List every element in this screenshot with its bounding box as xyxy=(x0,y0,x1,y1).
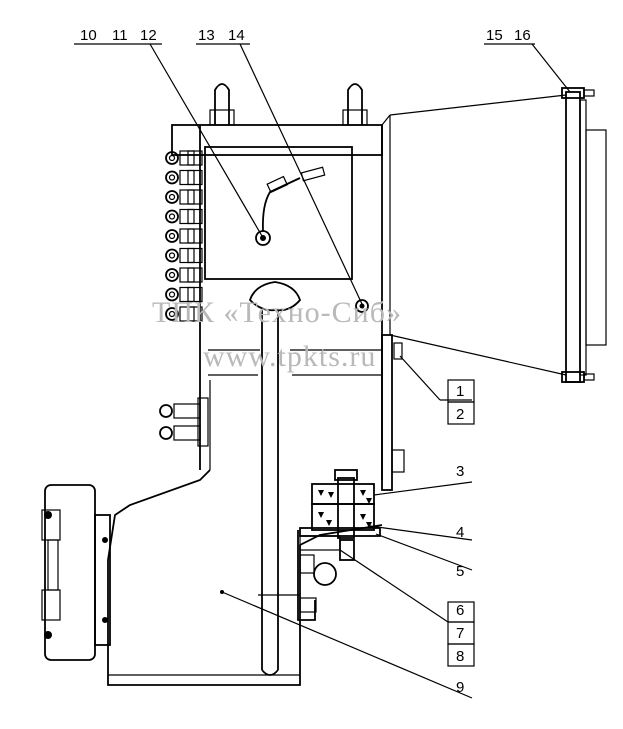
fitting-body xyxy=(179,247,203,264)
callout-2: 2 xyxy=(456,406,464,423)
fitting-body xyxy=(179,208,203,225)
callout-10: 10 xyxy=(80,27,97,44)
callouts-top-left: 10 11 12 xyxy=(80,27,157,44)
fitting-nut xyxy=(165,170,179,185)
main-housing xyxy=(107,114,391,686)
fitting-body xyxy=(179,228,203,244)
callout-12: 12 xyxy=(140,27,157,44)
callout-8: 8 xyxy=(456,648,464,665)
sensor-hose xyxy=(255,166,326,246)
side-plate xyxy=(381,334,405,491)
callout-13: 13 xyxy=(198,27,215,44)
fitting-bore xyxy=(168,310,176,318)
fitting-hex xyxy=(187,228,195,244)
fitting-hex xyxy=(187,306,195,322)
plug xyxy=(355,299,369,313)
callout-9: 9 xyxy=(456,679,464,696)
callout-5: 5 xyxy=(456,563,464,580)
fitting-body xyxy=(179,150,203,166)
fitting-nut xyxy=(165,268,179,282)
lifting-eye-left xyxy=(209,83,235,126)
left-flange xyxy=(41,484,111,661)
fitting-body xyxy=(179,267,203,283)
callout-6: 6 xyxy=(456,602,464,619)
callouts-top-right: 15 16 xyxy=(486,27,531,44)
fitting-bore xyxy=(168,213,176,220)
callout-7: 7 xyxy=(456,625,464,642)
fitting-body xyxy=(179,169,203,186)
fitting-hex xyxy=(187,247,195,264)
fitting-hex xyxy=(187,189,195,205)
fitting-nut xyxy=(165,307,179,321)
fitting-hex xyxy=(187,208,195,225)
fitting-hex xyxy=(187,169,195,186)
fitting-body xyxy=(179,189,203,205)
callout-1: 1 xyxy=(456,383,464,400)
fitting-bore xyxy=(168,154,176,162)
mount-assembly xyxy=(297,469,381,621)
callouts-top-mid: 13 14 xyxy=(198,27,245,44)
leader-lines xyxy=(74,43,571,699)
callout-15: 15 xyxy=(486,27,503,44)
side-fittings xyxy=(159,397,209,447)
fitting-nut xyxy=(165,151,179,165)
fitting-nut xyxy=(165,248,179,263)
fitting-nut xyxy=(165,287,179,302)
hydraulic-fittings xyxy=(165,150,203,322)
fitting-hex xyxy=(187,267,195,283)
fitting-nut xyxy=(165,190,179,204)
callout-4: 4 xyxy=(456,524,464,541)
inspection-window xyxy=(204,146,353,280)
lifting-eye-right xyxy=(342,83,368,126)
fitting-bore xyxy=(168,193,176,201)
fitting-bore xyxy=(168,232,176,240)
callouts-right: 1 2 3 4 5 6 7 8 9 xyxy=(456,383,464,696)
fitting-bore xyxy=(168,252,176,259)
fitting-nut xyxy=(165,229,179,243)
watermark-url: www.tpkts.ru xyxy=(203,340,376,373)
fitting-hex xyxy=(187,286,195,303)
shaft-tube xyxy=(248,281,302,676)
watermark-company: ТПК «Техно-Сиб» xyxy=(152,296,402,329)
callout-14: 14 xyxy=(228,27,245,44)
right-cover xyxy=(389,87,607,383)
callout-16: 16 xyxy=(514,27,531,44)
fitting-bore xyxy=(168,271,176,279)
fitting-bore xyxy=(168,291,176,298)
fitting-bore xyxy=(168,174,176,181)
fitting-hex xyxy=(187,150,195,166)
callout-11: 11 xyxy=(112,27,128,44)
fitting-nut xyxy=(165,209,179,224)
watermark: ТПК «Техно-Сиб» www.tpkts.ru xyxy=(152,296,402,373)
callout-3: 3 xyxy=(456,463,464,480)
